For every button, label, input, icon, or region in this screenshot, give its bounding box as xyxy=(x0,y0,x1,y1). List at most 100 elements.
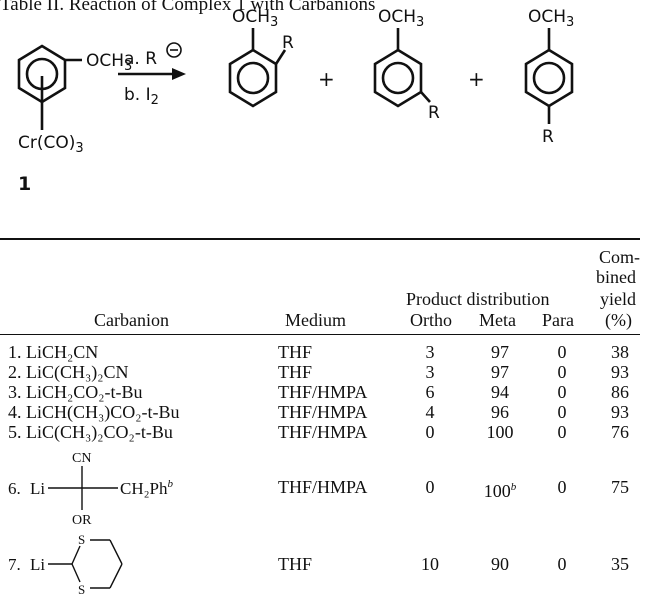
benzyl-label: CH₂Ph xyxy=(120,479,168,498)
header-combined-3: yield xyxy=(600,289,636,309)
svg-text:Cr(CO)3: Cr(CO)3 xyxy=(18,133,84,156)
ortho-cell: 6 xyxy=(425,382,435,402)
sulfur-label: S xyxy=(78,582,85,596)
sulfur-label: S xyxy=(78,532,85,547)
ortho-cell: 10 xyxy=(421,554,439,574)
svg-text:OCH3: OCH3 xyxy=(86,51,132,74)
reagent-a-label: a. R xyxy=(124,49,157,69)
header-carbanion: Carbanion xyxy=(94,310,169,330)
header-medium: Medium xyxy=(285,310,346,330)
carbanion-cell: LiC(CH₃)₂CN xyxy=(26,362,129,382)
meta-cell: 97 xyxy=(491,362,509,382)
carbanion-cell: LiCH(CH₃)CO₂-t-Bu xyxy=(26,402,180,422)
medium-cell: THF/HMPA xyxy=(278,477,368,497)
table-header-rule xyxy=(0,334,640,335)
medium-cell: THF xyxy=(278,342,313,362)
header-combined-4: (%) xyxy=(605,310,632,330)
header-combined-2: bined xyxy=(596,267,636,287)
reaction-arrowhead xyxy=(172,68,186,80)
meta-cell: 100 xyxy=(486,422,514,442)
carbanion-cell: LiCH₂CO₂-t-Bu xyxy=(26,382,143,402)
svg-text:CH₂Phb: CH₂Phb xyxy=(120,478,174,498)
svg-text:OCH3: OCH3 xyxy=(528,7,574,30)
para-cell: 0 xyxy=(557,382,567,402)
reagent-b-label: b. I xyxy=(124,85,151,105)
row-number: 2. xyxy=(8,362,22,382)
meta-product-ring xyxy=(373,48,423,108)
table-caption: Table II. Reaction of Complex 1 with Car… xyxy=(0,0,376,15)
table-row: 3. LiCH₂CO₂-t-Bu THF/HMPA 6 94 0 86 xyxy=(0,382,649,402)
meta-cell: 90 xyxy=(491,554,509,574)
negative-charge-icon xyxy=(166,42,182,58)
medium-cell: THF xyxy=(278,362,313,382)
para-cell: 0 xyxy=(557,362,567,382)
row-number: 4. xyxy=(8,402,22,422)
row-6-structure: 6. Li CN CH₂Phb OR xyxy=(8,451,174,528)
plus-sign-1: + xyxy=(318,67,335,91)
svg-text:OCH3: OCH3 xyxy=(378,7,424,30)
medium-cell: THF/HMPA xyxy=(278,402,368,422)
table-row: THF/HMPA 0 100b 0 75 xyxy=(0,477,649,501)
table-row: 5. LiC(CH₃)₂CO₂-t-Bu THF/HMPA 0 100 0 76 xyxy=(0,422,649,442)
row-number: 7. xyxy=(8,555,21,574)
yield-cell: 76 xyxy=(611,422,629,442)
table-row: 4. LiCH(CH₃)CO₂-t-Bu THF/HMPA 4 96 0 93 xyxy=(0,402,649,422)
para-cell: 0 xyxy=(557,402,567,422)
ortho-cell: 4 xyxy=(425,402,435,422)
ortho-r-label: R xyxy=(282,33,294,53)
carbanion-cell: LiCH₂CN xyxy=(26,342,99,362)
plus-sign-2: + xyxy=(468,67,485,91)
alkoxy-label: OR xyxy=(72,513,92,528)
yield-cell: 35 xyxy=(611,554,629,574)
table-row: 2. LiC(CH₃)₂CN THF 3 97 0 93 xyxy=(0,362,649,382)
row-number: 1. xyxy=(8,342,22,362)
para-methoxy-label: OCH xyxy=(528,7,566,27)
yield-cell: 75 xyxy=(611,477,629,497)
header-combined-1: Com- xyxy=(599,247,641,267)
medium-cell: THF/HMPA xyxy=(278,422,368,442)
para-cell: 0 xyxy=(557,422,567,442)
meta-cell: 96 xyxy=(491,402,509,422)
yield-cell: 86 xyxy=(611,382,629,402)
meta-cell: 94 xyxy=(491,382,509,402)
row-number: 3. xyxy=(8,382,22,402)
complex-1-methoxy-label: OCH xyxy=(86,51,124,71)
header-ortho: Ortho xyxy=(410,310,452,330)
yield-cell: 38 xyxy=(611,342,629,362)
lithium-label: Li xyxy=(30,479,45,498)
ortho-cell: 3 xyxy=(425,342,435,362)
chromium-tricarbonyl-label: Cr(CO) xyxy=(18,133,75,153)
carbanion-cell: LiC(CH₃)₂CO₂-t-Bu xyxy=(26,422,173,442)
ortho-cell: 0 xyxy=(425,477,435,497)
row-7-structure: 7. Li S S xyxy=(8,532,123,596)
meta-cell: 100 xyxy=(483,481,511,501)
table-top-rule xyxy=(0,238,640,240)
para-r-label: R xyxy=(542,127,554,147)
header-para: Para xyxy=(542,310,574,330)
lithium-label: Li xyxy=(30,555,45,574)
svg-text:OCH3: OCH3 xyxy=(232,7,278,30)
meta-cell: 97 xyxy=(491,342,509,362)
yield-cell: 93 xyxy=(611,402,629,422)
ortho-cell: 3 xyxy=(425,362,435,382)
para-cell: 0 xyxy=(557,342,567,362)
svg-text:b. I2: b. I2 xyxy=(124,85,159,108)
header-product-distribution: Product distribution xyxy=(406,289,550,309)
para-cell: 0 xyxy=(557,477,567,497)
row-number: 6. xyxy=(8,479,21,498)
table-row: THF 10 90 0 35 xyxy=(0,554,649,574)
medium-cell: THF/HMPA xyxy=(278,382,368,402)
header-meta: Meta xyxy=(479,310,516,330)
table-row: 1. LiCH₂CN THF 3 97 0 38 xyxy=(0,342,649,362)
footnote-marker: b xyxy=(510,481,517,493)
meta-methoxy-label: OCH xyxy=(378,7,416,27)
meta-r-label: R xyxy=(428,103,440,123)
medium-cell: THF xyxy=(278,554,313,574)
ortho-methoxy-label: OCH xyxy=(232,7,270,27)
para-cell: 0 xyxy=(557,554,567,574)
ortho-cell: 0 xyxy=(425,422,435,442)
row-number: 5. xyxy=(8,422,22,442)
yield-cell: 93 xyxy=(611,362,629,382)
cyano-label: CN xyxy=(72,451,91,466)
reaction-scheme: OCH3 Cr(CO)3 1 a. R b. I2 OCH3 R + OCH3 … xyxy=(17,7,574,195)
